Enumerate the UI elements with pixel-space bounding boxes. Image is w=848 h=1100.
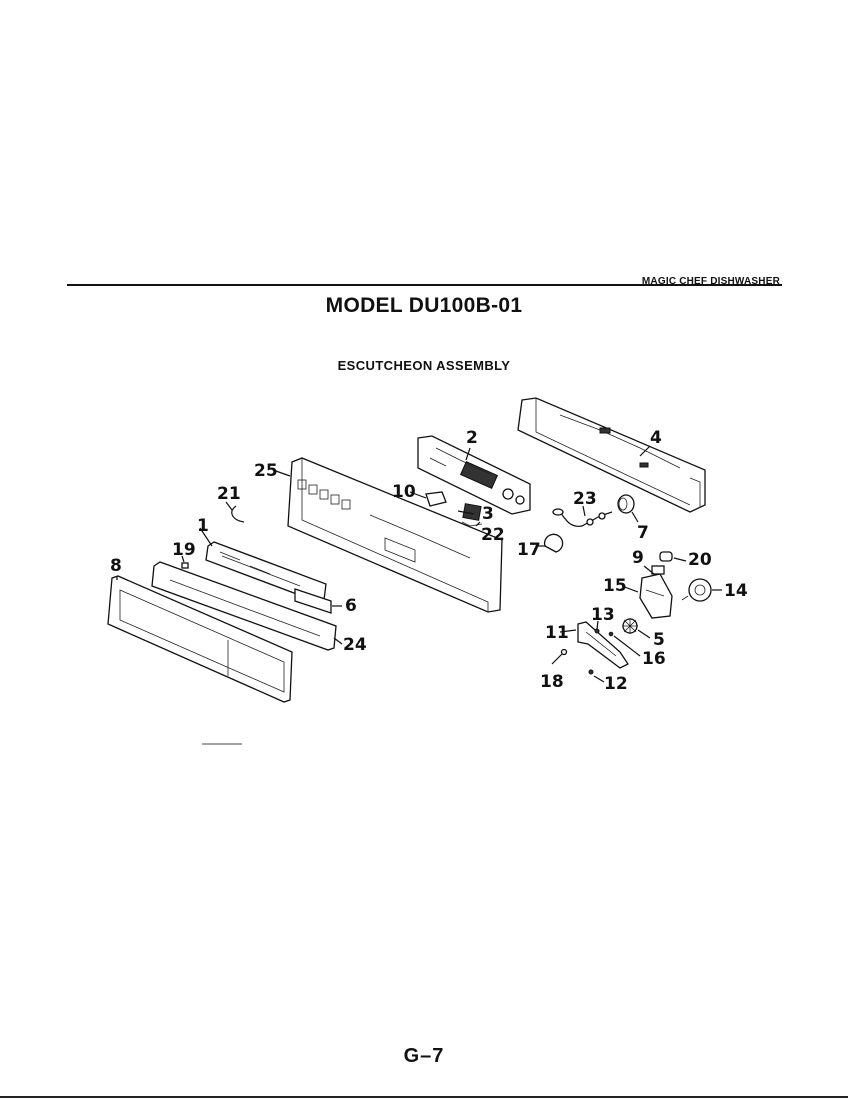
part-10-switch — [425, 491, 447, 507]
callout-24: 24 — [343, 635, 367, 655]
callout-21: 21 — [217, 484, 241, 504]
model-title: MODEL DU100B-01 — [325, 294, 523, 317]
callout-8: 8 — [110, 556, 122, 576]
callout-20: 20 — [688, 550, 712, 570]
part-6-label — [294, 588, 332, 614]
callout-7: 7 — [637, 523, 649, 543]
page-number: G–7 — [403, 1045, 445, 1067]
part-25-escutcheon-panel — [287, 457, 503, 613]
callout-5: 5 — [653, 630, 665, 650]
footer-rule — [0, 1096, 848, 1098]
callout-14: 14 — [724, 581, 748, 601]
part-18-pin — [551, 648, 568, 665]
part-14-timer-motor — [681, 578, 712, 602]
callout-6: 6 — [345, 596, 357, 616]
part-19-clip — [181, 562, 189, 569]
part-20-cap — [659, 551, 673, 562]
part-23-wire-harness — [552, 508, 613, 527]
callout-9: 9 — [632, 548, 644, 568]
callout-11: 11 — [545, 623, 569, 643]
callout-18: 18 — [540, 672, 564, 692]
callout-1: 1 — [197, 516, 209, 536]
part-11-lever — [577, 621, 629, 669]
callout-15: 15 — [603, 576, 627, 596]
callout-23: 23 — [573, 489, 597, 509]
callout-2: 2 — [466, 428, 478, 448]
callout-12: 12 — [604, 674, 628, 694]
callout-3: 3 — [482, 504, 494, 524]
part-5-gear — [622, 618, 638, 634]
callout-13: 13 — [591, 605, 615, 625]
assembly-subtitle: ESCUTCHEON ASSEMBLY — [337, 358, 511, 373]
part-17-button — [543, 533, 564, 553]
part-15-bracket — [639, 565, 673, 619]
part-13-screw — [594, 628, 600, 634]
callout-labels: 2 4 25 21 10 23 3 22 7 1 17 19 9 20 8 15… — [110, 428, 748, 694]
part-4-console-bracket — [517, 397, 706, 513]
part-21-ribbon — [231, 505, 245, 523]
brand-label: MAGIC CHEF DISHWASHER — [641, 276, 780, 287]
leader-lines — [116, 445, 722, 683]
callout-25: 25 — [254, 461, 278, 481]
callout-17: 17 — [517, 540, 541, 560]
callout-10: 10 — [392, 482, 416, 502]
part-8-front-frame — [107, 575, 293, 703]
part-7-knob — [617, 494, 635, 514]
part-12-washer — [588, 669, 594, 675]
callout-19: 19 — [172, 540, 196, 560]
part-2-circuit-board — [417, 435, 531, 515]
header-rule — [67, 284, 782, 286]
callout-4: 4 — [650, 428, 662, 448]
part-16-nut — [608, 631, 614, 637]
callout-22: 22 — [481, 525, 505, 545]
callout-16: 16 — [642, 649, 666, 669]
part-24-overlay-panel — [151, 561, 337, 651]
